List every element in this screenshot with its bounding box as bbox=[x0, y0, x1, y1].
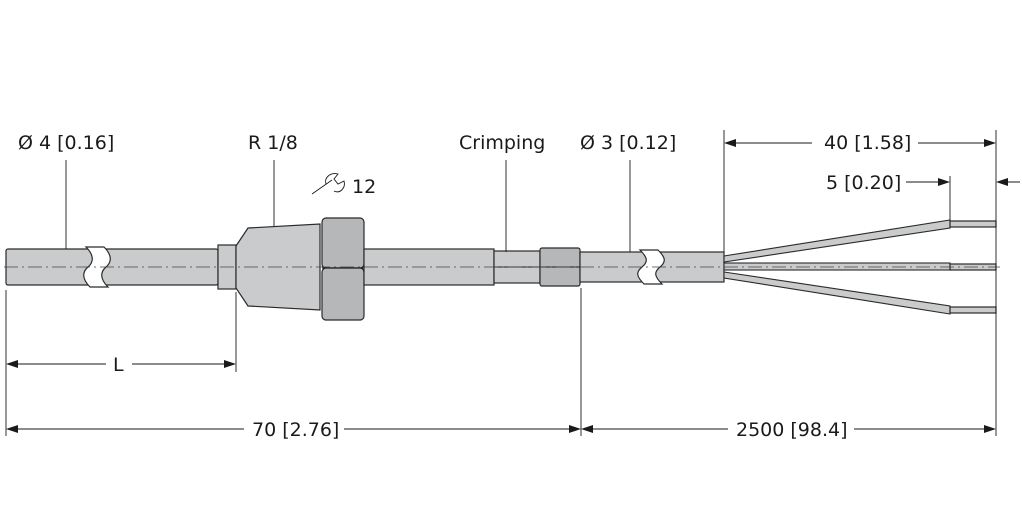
total-length-label: 70 [2.76] bbox=[252, 419, 339, 441]
thread-label: R 1/8 bbox=[248, 132, 298, 154]
dim-l bbox=[6, 360, 236, 368]
probe-diameter-label: Ø 4 [0.16] bbox=[18, 132, 114, 154]
dim-cable-length bbox=[581, 425, 996, 433]
dim-end-length bbox=[906, 178, 1020, 186]
cable-length-label: 2500 [98.4] bbox=[736, 419, 848, 441]
cable-diameter-label: Ø 3 [0.12] bbox=[580, 132, 676, 154]
wrench-size-label: 12 bbox=[352, 176, 376, 198]
end-length-label: 5 [0.20] bbox=[826, 172, 901, 194]
length-l-label: L bbox=[113, 354, 124, 376]
strip-length-label: 40 [1.58] bbox=[824, 132, 911, 154]
leaders bbox=[65, 160, 631, 252]
dim-total-length bbox=[6, 425, 581, 433]
wrench-icon bbox=[311, 173, 345, 195]
crimping-label: Crimping bbox=[459, 132, 545, 154]
wires bbox=[723, 219, 997, 315]
thread-fitting bbox=[217, 217, 365, 321]
dim-strip-length bbox=[724, 139, 996, 147]
extension-lines bbox=[5, 130, 997, 436]
